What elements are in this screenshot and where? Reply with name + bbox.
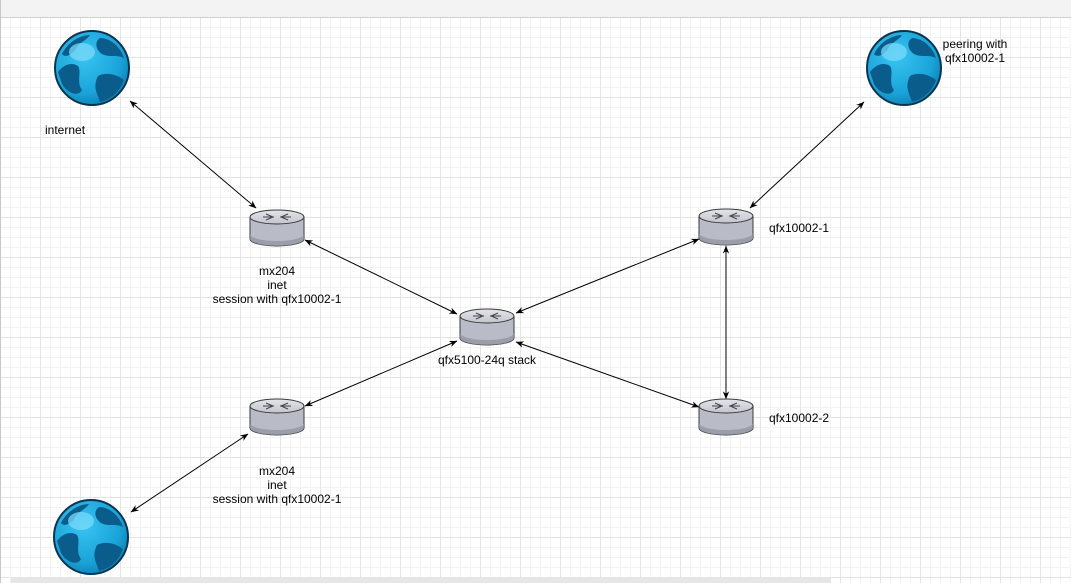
internet-label: internet — [45, 123, 86, 137]
edge-mx204-top-qfx5100[interactable] — [304, 239, 458, 315]
edge-qfx10002-1-qfx5100[interactable] — [515, 238, 700, 314]
edge-peering-qfx10002-1[interactable] — [749, 101, 865, 209]
canvas-top-ruler — [1, 0, 1071, 18]
edges — [129, 100, 865, 513]
router-icon[interactable] — [698, 398, 754, 436]
mx204-bottom-label: mx204 inet session with qfx10002-1 — [212, 464, 342, 506]
globe-icon[interactable] — [54, 30, 130, 106]
router-icon[interactable] — [459, 308, 515, 346]
qfx10002-1-label: qfx10002-1 — [769, 221, 830, 235]
router-icon[interactable] — [249, 209, 305, 247]
edge-qfx5100-qfx10002-2[interactable] — [515, 341, 700, 408]
router-icon[interactable] — [698, 208, 754, 246]
horizontal-scrollbar[interactable] — [11, 578, 831, 583]
edge-qfx5100-mx204-bottom[interactable] — [304, 340, 458, 407]
peering-label: peering with qfx10002-1 — [942, 37, 1008, 65]
edge-mx204-bottom-globe[interactable] — [130, 433, 249, 513]
globe-icon[interactable] — [53, 499, 129, 575]
globe-icon[interactable] — [866, 30, 942, 106]
qfx5100-label: qfx5100-24q stack — [437, 353, 537, 367]
edge-internet-mx204-top[interactable] — [129, 100, 257, 209]
router-icon[interactable] — [249, 398, 305, 436]
qfx10002-2-label: qfx10002-2 — [769, 411, 830, 425]
mx204-top-label: mx204 inet session with qfx10002-1 — [212, 264, 342, 306]
